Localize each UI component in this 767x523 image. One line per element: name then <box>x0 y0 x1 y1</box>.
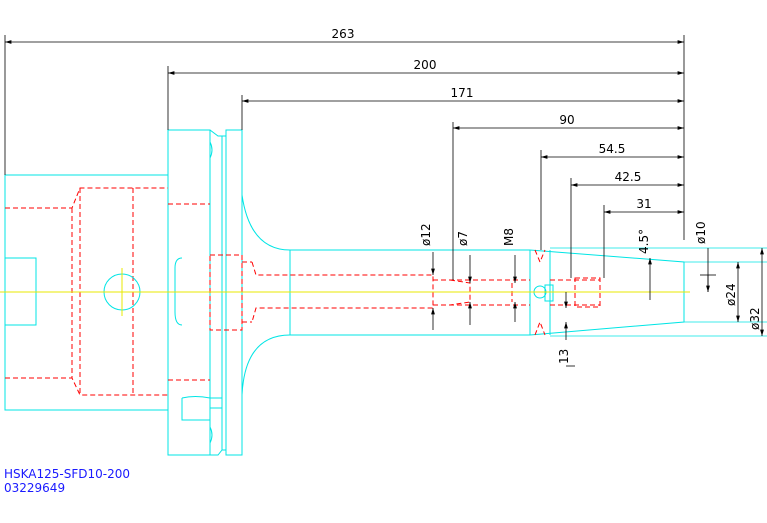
hidden-lines <box>5 187 601 396</box>
dim-13: 13 <box>557 349 571 364</box>
dim-42-5: 42.5 <box>615 170 642 184</box>
dim-dia-12: ø12 <box>419 223 433 246</box>
dimension-lines <box>4 35 764 367</box>
dim-200: 200 <box>414 58 437 72</box>
dim-dia-32: ø32 <box>748 307 762 330</box>
dim-54-5: 54.5 <box>599 142 626 156</box>
dim-angle: 4.5° <box>637 229 651 254</box>
dim-dia-10: ø10 <box>694 221 708 244</box>
dim-171: 171 <box>451 86 474 100</box>
dim-dia-24: ø24 <box>724 283 738 306</box>
dim-thread-m8: M8 <box>502 228 516 246</box>
dim-90: 90 <box>559 113 574 127</box>
dim-31: 31 <box>636 197 651 211</box>
part-code-label: 03229649 <box>4 481 65 495</box>
part-number-label: HSKA125-SFD10-200 <box>4 467 130 481</box>
dim-dia-7: ø7 <box>456 231 470 246</box>
dim-263: 263 <box>332 27 355 41</box>
shaft-outline <box>241 194 767 396</box>
